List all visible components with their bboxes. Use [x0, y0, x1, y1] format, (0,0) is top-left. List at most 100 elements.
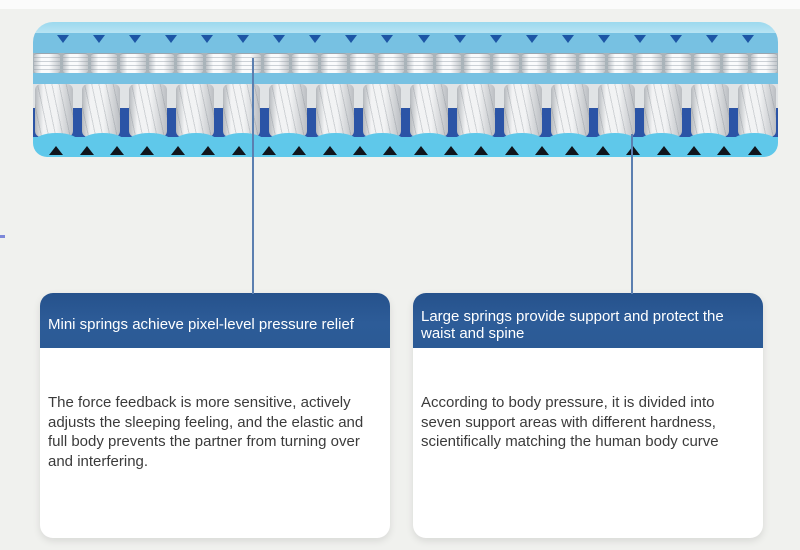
leader-line-mini-springs	[252, 58, 254, 294]
down-triangle-icon	[57, 35, 70, 43]
wave-bump	[592, 133, 638, 143]
wave-bump	[546, 133, 591, 143]
down-triangle-icon	[129, 35, 142, 43]
wave-bump	[359, 133, 405, 143]
mini-spring	[292, 53, 318, 73]
mini-spring	[349, 53, 376, 73]
up-triangle-icon	[79, 146, 94, 155]
down-triangle-icon	[669, 35, 682, 43]
up-triangle-icon	[595, 146, 610, 155]
mini-spring	[206, 53, 232, 73]
up-triangle-icon	[535, 146, 550, 155]
wave-bump	[173, 133, 219, 143]
up-triangle-icon	[170, 146, 185, 155]
mini-spring	[493, 53, 519, 73]
top-triangle-band	[33, 33, 778, 53]
down-triangle-icon	[165, 35, 178, 43]
wave-bump	[220, 133, 265, 143]
mattress-top-comfort-layer	[33, 22, 778, 33]
top-white-band	[0, 0, 800, 9]
large-spring	[81, 84, 120, 137]
down-triangle-icon	[489, 35, 502, 43]
large-spring	[456, 84, 495, 137]
mattress-illustration	[33, 22, 778, 157]
up-triangle-icon	[444, 146, 459, 155]
leader-line-large-springs	[631, 134, 633, 294]
down-triangle-icon	[381, 35, 394, 43]
up-triangle-icon	[656, 146, 671, 155]
mini-spring	[636, 53, 663, 73]
mini-spring	[464, 53, 490, 73]
large-spring	[550, 84, 589, 137]
up-triangle-icon	[231, 146, 246, 155]
wave-row	[33, 133, 778, 143]
mini-spring	[177, 53, 204, 73]
down-triangle-icon	[597, 35, 610, 43]
down-triangle-icon	[417, 35, 430, 43]
mini-spring	[263, 53, 290, 73]
large-spring	[410, 84, 448, 137]
wave-bump	[639, 133, 684, 143]
mattress-mid-layer	[33, 73, 778, 84]
up-triangle-icon	[504, 146, 519, 155]
mini-spring	[607, 53, 634, 73]
callout-body-text: The force feedback is more sensitive, ac…	[48, 394, 364, 470]
up-triangle-icon	[292, 146, 307, 155]
mini-spring	[521, 53, 548, 73]
up-triangle-icon	[565, 146, 580, 155]
large-spring-row	[33, 84, 778, 137]
callout-title-bar: Large springs provide support and protec…	[413, 293, 763, 348]
up-triangle-icon	[413, 146, 428, 155]
large-spring	[363, 84, 401, 137]
up-triangle-icon	[626, 146, 641, 155]
wave-bump	[127, 133, 172, 143]
callout-card-large-springs: Large springs provide support and protec…	[413, 293, 763, 538]
up-triangle-icon	[352, 146, 367, 155]
mini-spring	[148, 53, 175, 73]
down-triangle-icon	[633, 35, 646, 43]
mattress-bottom-layer	[33, 133, 778, 157]
wave-bump	[406, 133, 452, 143]
large-spring	[503, 84, 542, 137]
down-triangle-icon	[741, 35, 754, 43]
mini-spring	[120, 53, 146, 73]
up-triangle-icon	[383, 146, 398, 155]
large-spring	[222, 84, 261, 137]
mini-spring	[406, 53, 433, 73]
down-triangle-icon	[201, 35, 214, 43]
wave-bump	[499, 133, 545, 143]
mini-spring	[751, 53, 777, 73]
callout-title: Large springs provide support and protec…	[421, 307, 724, 342]
large-spring	[128, 84, 167, 137]
callout-body-text: According to body pressure, it is divide…	[421, 394, 719, 450]
mini-spring	[722, 53, 749, 73]
callout-title-bar: Mini springs achieve pixel-level pressur…	[40, 293, 390, 348]
mini-spring	[320, 53, 347, 73]
wave-bump	[313, 133, 358, 143]
up-triangle-icon	[322, 146, 337, 155]
mini-spring	[693, 53, 720, 73]
down-triangle-icon	[309, 35, 322, 43]
large-spring	[316, 84, 355, 137]
down-triangle-icon	[705, 35, 718, 43]
mini-spring	[378, 53, 404, 73]
down-triangle-icon	[561, 35, 574, 43]
mini-spring	[91, 53, 118, 73]
up-triangle-icon	[747, 146, 762, 155]
mini-spring-row	[33, 53, 778, 73]
up-triangle-icon	[110, 146, 125, 155]
down-triangle-icon	[93, 35, 106, 43]
up-triangle-icon	[717, 146, 732, 155]
large-spring	[644, 84, 683, 137]
down-triangle-icon	[273, 35, 286, 43]
mini-spring	[62, 53, 89, 73]
large-spring	[597, 84, 636, 137]
bottom-triangle-row	[33, 146, 778, 155]
mini-spring	[34, 53, 60, 73]
mini-spring	[234, 53, 261, 73]
up-triangle-icon	[140, 146, 155, 155]
mini-spring	[550, 53, 577, 73]
mini-spring	[665, 53, 691, 73]
large-spring	[35, 84, 73, 137]
